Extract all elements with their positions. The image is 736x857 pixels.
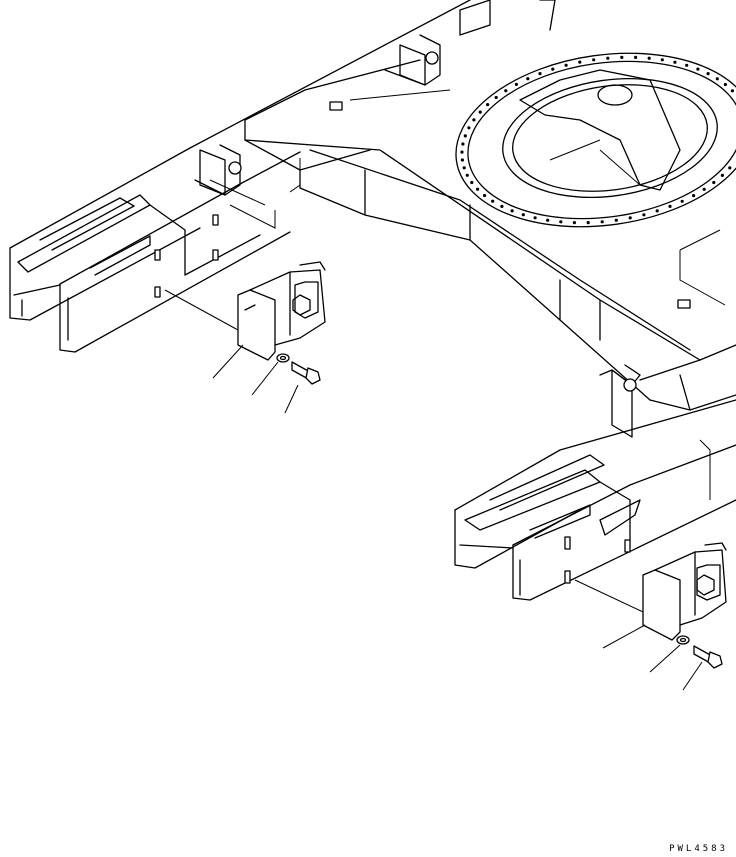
bracket-upper: [238, 262, 325, 360]
bolt-hole: [526, 77, 530, 81]
drawing-code: PWL4583: [669, 844, 728, 854]
bolt-hole: [478, 110, 482, 114]
bolt-hole: [723, 82, 728, 87]
bolt-lower: [694, 646, 722, 668]
right-track-frame: [455, 400, 736, 600]
bolt-hole: [538, 72, 542, 76]
bolt-hole: [673, 60, 677, 64]
bolt-hole: [702, 187, 706, 191]
washer-lower: [677, 636, 689, 644]
bolt-hole: [606, 56, 610, 60]
bolt-hole: [655, 209, 659, 213]
bolt-hole: [510, 209, 514, 213]
bolt-hole: [463, 134, 467, 138]
leader-lines: [213, 345, 702, 690]
bolt-hole: [692, 194, 696, 198]
ring-bolt-holes: [460, 55, 735, 225]
bolt-hole: [533, 216, 537, 220]
bolt-hole: [476, 187, 480, 191]
center-frame: [245, 60, 736, 410]
bolt-hole: [685, 63, 689, 67]
bolt-hole: [494, 95, 498, 100]
bolt-hole: [720, 173, 725, 177]
bolt-hole: [628, 216, 632, 220]
bolt-hole: [592, 58, 596, 62]
bolt-hole: [486, 103, 490, 107]
bolt-hole: [514, 82, 519, 86]
bolt-hole: [647, 56, 651, 60]
bracket-lower: [643, 543, 726, 640]
bolt-hole: [504, 89, 508, 93]
swing-circle: [445, 35, 736, 245]
bolt-hole: [461, 142, 465, 146]
bolt-hole: [559, 220, 563, 224]
bolt-hole: [586, 221, 590, 225]
bolt-hole: [642, 213, 646, 217]
bolt-hole: [470, 180, 474, 185]
bolt-hole: [467, 126, 471, 130]
bolt-hole: [660, 58, 664, 62]
bolt-hole: [600, 220, 604, 224]
bolt-hole: [578, 60, 582, 64]
bolt-hole: [460, 158, 464, 162]
bolt-upper: [292, 362, 320, 384]
bolt-hole: [472, 118, 476, 122]
upper-bosses: [195, 0, 640, 437]
left-track-frame: [10, 0, 470, 352]
bolt-hole: [546, 218, 550, 222]
bolt-hole: [551, 67, 555, 71]
bolt-hole: [462, 166, 466, 170]
bolt-hole: [564, 63, 568, 67]
bolt-hole: [572, 221, 577, 225]
bolt-hole: [465, 173, 469, 177]
bolt-hole: [680, 199, 684, 203]
bolt-hole: [521, 213, 525, 217]
bolt-hole: [696, 67, 700, 71]
bolt-hole: [460, 150, 464, 154]
bolt-hole: [634, 55, 638, 60]
washer-upper: [277, 354, 289, 362]
bolt-hole: [730, 89, 735, 93]
bolt-hole: [620, 55, 624, 60]
bolt-hole: [483, 193, 487, 198]
bolt-hole: [715, 77, 719, 81]
assembly-lines: [165, 290, 643, 612]
bolt-hole: [712, 180, 716, 185]
bolt-hole: [614, 218, 618, 222]
bolt-hole: [706, 72, 710, 76]
bolt-hole: [668, 204, 672, 208]
bolt-hole: [500, 204, 504, 208]
bolt-hole: [728, 166, 732, 170]
bolt-hole: [491, 199, 495, 203]
